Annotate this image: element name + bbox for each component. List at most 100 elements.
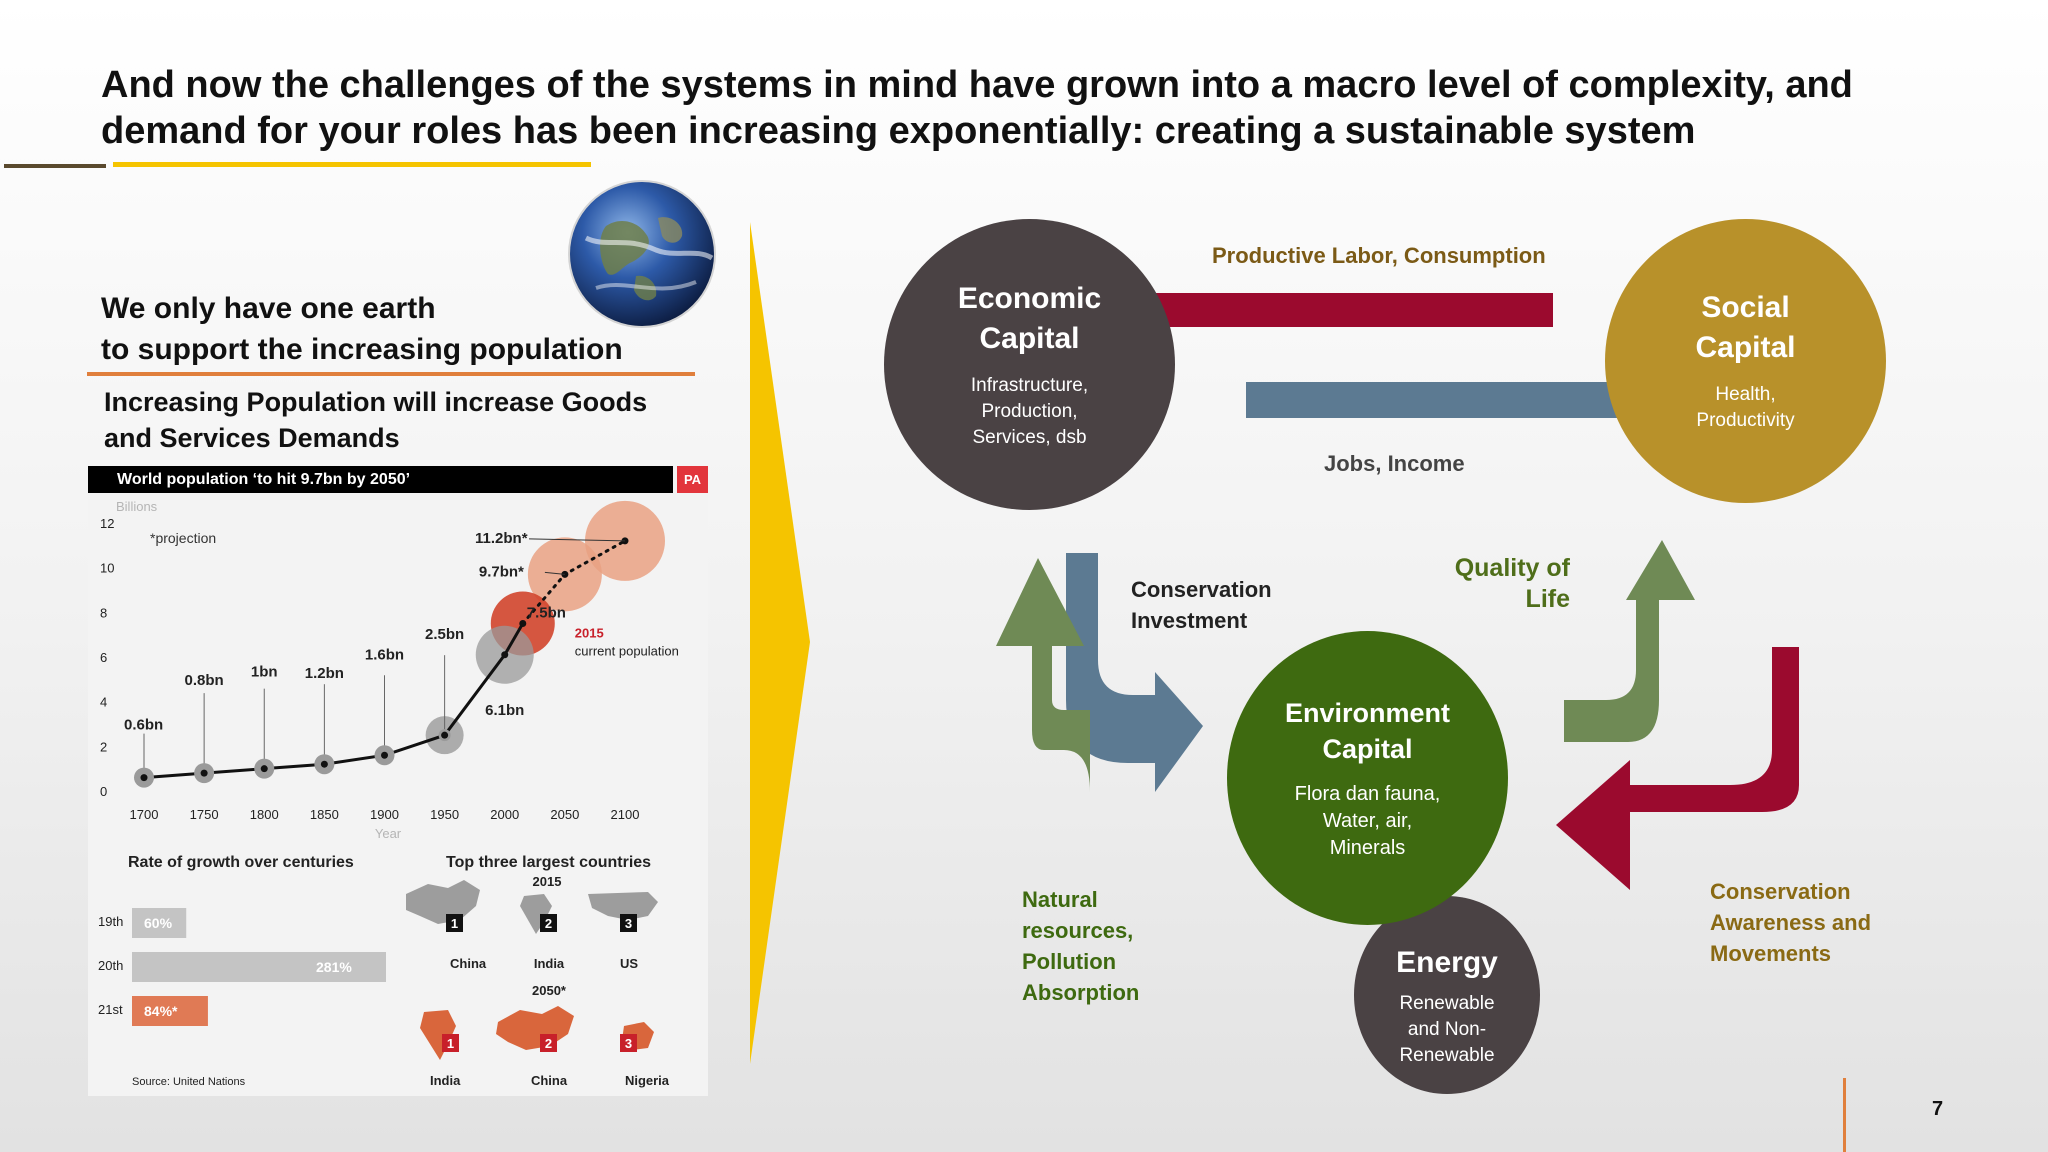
economic-sub-2: Production, (981, 400, 1078, 422)
data-label: 9.7bn* (479, 563, 524, 580)
data-label: 0.8bn (185, 672, 224, 689)
energy-title: Energy (1396, 946, 1498, 979)
growth-bar-value: 281% (316, 959, 352, 975)
page-number: 7 (1932, 1098, 1944, 1120)
x-tick-label: 2050 (550, 807, 579, 822)
data-point-dot (561, 570, 569, 578)
infographic-header: World population ‘to hit 9.7bn by 2050’ (88, 466, 673, 493)
natural-line-3: Pollution (1022, 949, 1117, 974)
growth-century-label: 19th (98, 914, 123, 929)
title-underline-dark (4, 164, 106, 168)
environment-sub-3: Minerals (1329, 836, 1406, 859)
earth-line-2: to support the increasing population (101, 333, 623, 366)
x-tick-label: 2100 (611, 807, 640, 822)
data-point-dot (200, 769, 208, 777)
growth-and-countries: Rate of growth over centuries Top three … (98, 854, 670, 1088)
productive-labor-label: Productive Labor, Consumption (1212, 243, 1546, 268)
countries-title: Top three largest countries (446, 854, 651, 871)
data-point-dot (441, 731, 449, 739)
y-tick-label: 8 (100, 605, 107, 620)
economic-capital-circle: Economic Capital Infrastructure, Product… (884, 219, 1175, 510)
blue-curved-arrow-icon (1066, 553, 1203, 792)
conservation-investment-label: Conservation Investment (1131, 574, 1272, 636)
x-tick-label: 1800 (250, 807, 279, 822)
blue-arrow-right-icon (1246, 362, 1815, 437)
growth-bar-value: 84%* (144, 1003, 178, 1019)
rank-1-2050: 1 (447, 1036, 454, 1051)
x-tick-label: 2000 (490, 807, 519, 822)
green-curved-arrow-up-left-icon (996, 558, 1090, 848)
x-tick-label: 1700 (130, 807, 159, 822)
map-nigeria-2050-icon (620, 1022, 654, 1052)
country-2015-3: US (620, 956, 638, 971)
rank-2-2050: 2 (545, 1036, 552, 1051)
rank-3-2050: 3 (625, 1036, 632, 1051)
country-2015-2: India (534, 956, 565, 971)
data-label: 2.5bn (425, 626, 464, 643)
x-tick-label: 1950 (430, 807, 459, 822)
growth-century-label: 21st (98, 1002, 123, 1017)
data-label: 7.5bn (527, 605, 566, 622)
social-title-2: Capital (1695, 331, 1796, 364)
y-tick-label: 10 (100, 561, 114, 576)
rank-1-2015: 1 (451, 916, 458, 931)
quality-line-2: Life (1525, 585, 1570, 613)
natural-resources-label: Natural resources, Pollution Absorption (1022, 884, 1139, 1008)
social-title-1: Social (1701, 291, 1790, 324)
map-china-2015-icon (406, 880, 480, 932)
data-label: 1bn (251, 664, 278, 681)
awareness-line-2: Awareness and (1710, 910, 1872, 935)
quality-of-life-label: Quality of Life (1418, 553, 1570, 615)
x-tick-label: 1900 (370, 807, 399, 822)
awareness-line-3: Movements (1710, 941, 1832, 966)
red-arrow-left-icon (1022, 265, 1553, 348)
arrows-layer (996, 265, 1815, 890)
energy-sub: Renewable and Non- Renewable (1399, 991, 1494, 1069)
country-2015-1: China (450, 956, 487, 971)
natural-line-4: Absorption (1022, 980, 1140, 1005)
environment-capital-circle: Environment Capital Flora dan fauna, Wat… (1227, 631, 1508, 925)
environment-sub-2: Water, air, (1322, 809, 1413, 832)
projection-note: *projection (150, 530, 216, 546)
y-tick-label: 6 (100, 650, 107, 665)
economic-title-1: Economic (957, 281, 1102, 315)
x-axis-title: Year (375, 826, 402, 841)
economic-title-2: Capital (979, 321, 1080, 355)
awareness-line-1: Conservation (1710, 879, 1851, 904)
environment-sub-1: Flora dan fauna, (1294, 782, 1441, 805)
conservation-investment-line-2: Investment (1131, 608, 1248, 633)
data-label: 11.2bn* (475, 530, 528, 547)
gold-chevron-divider (750, 222, 810, 1064)
chart-units-label: Billions (116, 499, 158, 514)
map-india-2050-icon (420, 1010, 459, 1060)
population-line (143, 622, 525, 780)
environment-title-1: Environment (1284, 697, 1451, 728)
population-demand-text: Increasing Population will increase Good… (104, 384, 647, 456)
title-line-1: And now the challenges of the systems in… (101, 64, 1853, 106)
pop-line-2: and Services Demands (104, 423, 400, 453)
x-tick-label: 1750 (190, 807, 219, 822)
y-tick-label: 12 (100, 516, 114, 531)
earth-globe-icon (568, 180, 716, 328)
country-2050-1: India (430, 1073, 461, 1088)
source-note: Source: United Nations (132, 1076, 246, 1088)
data-point-dot (260, 765, 268, 773)
energy-sub-3: Renewable (1399, 1045, 1495, 1066)
data-point-dot (140, 774, 148, 782)
data-label: 1.6bn (365, 646, 404, 663)
economic-sub-3: Services, dsb (972, 426, 1087, 448)
data-label: 6.1bn (485, 702, 524, 719)
social-sub-2: Productivity (1696, 410, 1795, 431)
energy-circle: Energy Renewable and Non- Renewable (1354, 896, 1540, 1094)
red-curved-arrow-icon (1556, 647, 1799, 890)
data-point-dot (501, 651, 509, 659)
social-capital-circle: Social Capital Health, Productivity (1605, 219, 1886, 503)
slide-title: And now the challenges of the systems in… (101, 62, 1981, 154)
growth-bar-value: 60% (144, 915, 173, 931)
pa-badge: PA (677, 466, 708, 493)
title-underline-gold (113, 162, 591, 167)
y-tick-label: 0 (100, 784, 107, 799)
